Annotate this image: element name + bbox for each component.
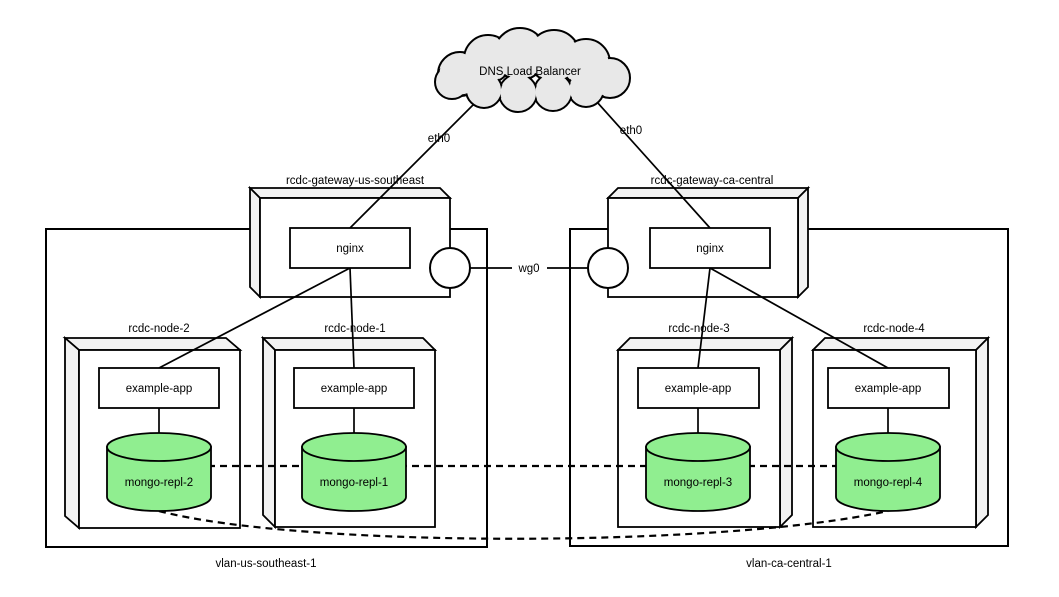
db-cylinder-mongo-repl-1 — [301, 432, 407, 512]
vlan-right-label: vlan-ca-central-1 — [746, 558, 832, 570]
dns-cloud-icon — [434, 27, 631, 113]
wg0-label: wg0 — [517, 263, 539, 275]
vlan-left-label: vlan-us-southeast-1 — [216, 558, 317, 570]
db-label-node4: mongo-repl-4 — [854, 477, 923, 489]
gateway-left-top-face — [247, 187, 453, 199]
gateway-right-side-face — [797, 185, 809, 300]
nginx-box-left — [289, 227, 411, 269]
edge-nginx-to-node1-app — [349, 267, 355, 369]
app-box-node1 — [293, 367, 415, 409]
nginx-right-label: nginx — [696, 243, 724, 255]
gateway-right-top-face — [605, 187, 811, 199]
nginx-box-right — [649, 227, 771, 269]
node-1-top-face — [260, 337, 438, 351]
db-cylinder-mongo-repl-2 — [106, 432, 212, 512]
node-3-label: rcdc-node-3 — [668, 323, 729, 335]
cloud-label: DNS Load Balancer — [479, 66, 581, 78]
nginx-left-label: nginx — [336, 243, 364, 255]
edge-cloud-to-gateway-right — [587, 91, 711, 229]
node-4-label: rcdc-node-4 — [863, 323, 925, 335]
db-label-node1: mongo-repl-1 — [320, 477, 388, 489]
node-2-side-face — [64, 336, 80, 530]
wg0-label-background — [512, 259, 547, 274]
db-cylinder-mongo-repl-4 — [835, 432, 941, 512]
edge-nginx-to-node3-app — [697, 267, 711, 369]
replica-curve-dashed-link — [158, 509, 889, 540]
db-label-node2: mongo-repl-2 — [125, 477, 193, 489]
app-label-node3: example-app — [665, 383, 731, 395]
gateway-left-label: rcdc-gateway-us-southeast — [286, 175, 425, 187]
tunnel-endpoint-right-icon — [587, 247, 629, 289]
gateway-left-side-face — [249, 185, 261, 300]
edge-cloud-to-gateway-left — [349, 99, 479, 229]
node-1-side-face — [262, 335, 276, 530]
edge-nginx-to-node2-app — [158, 267, 351, 369]
app-label-node4: example-app — [855, 383, 921, 395]
eth0-right-label: eth0 — [620, 125, 642, 137]
node-4-side-face — [975, 335, 989, 530]
app-label-node2: example-app — [126, 383, 192, 395]
eth0-left-label: eth0 — [428, 133, 450, 145]
app-box-node3 — [637, 367, 760, 409]
gateway-right-label: rcdc-gateway-ca-central — [651, 175, 774, 187]
tunnel-endpoint-left-icon — [429, 247, 471, 289]
node-2-label: rcdc-node-2 — [128, 323, 189, 335]
node-1-label: rcdc-node-1 — [324, 323, 385, 335]
app-label-node1: example-app — [321, 383, 387, 395]
db-cylinder-mongo-repl-3 — [645, 432, 751, 512]
node-3-side-face — [779, 335, 793, 530]
db-label-node3: mongo-repl-3 — [664, 477, 732, 489]
node-3-top-face — [615, 337, 795, 351]
edge-nginx-to-node4-app — [709, 267, 889, 369]
app-box-node4 — [827, 367, 950, 409]
app-box-node2 — [98, 367, 220, 409]
